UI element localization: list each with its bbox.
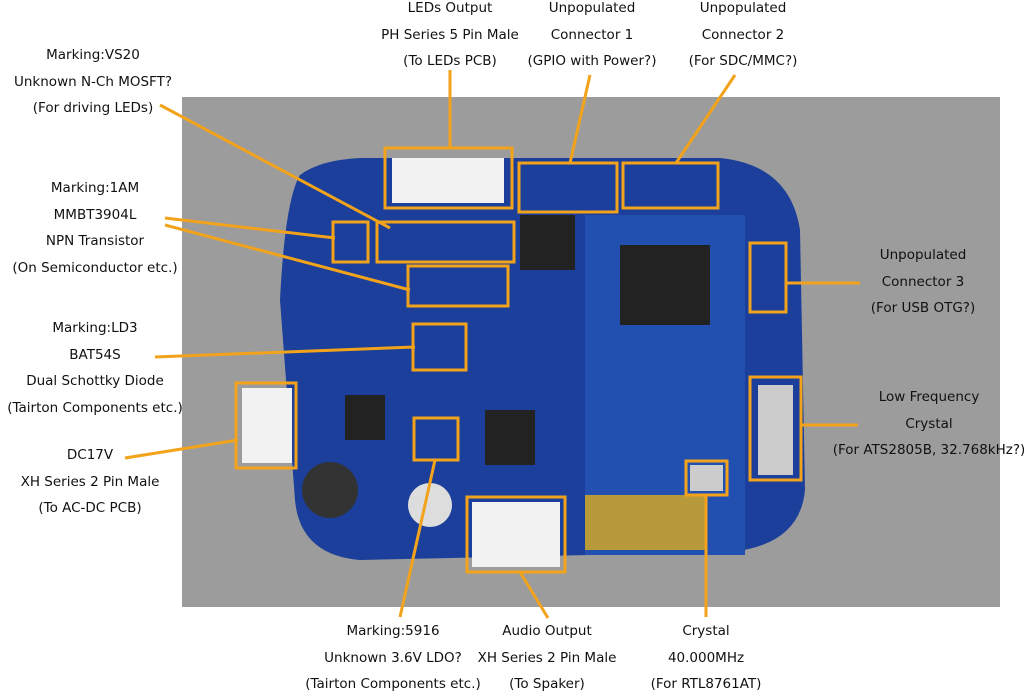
- lf-crystal: [758, 385, 793, 475]
- label-line: LEDs Output: [407, 0, 493, 16]
- label-line: Unpopulated: [548, 0, 636, 16]
- label-line: Unpopulated: [699, 0, 787, 16]
- annotation-marks: [124, 70, 860, 619]
- label-line: (Tairton Components etc.): [7, 399, 183, 416]
- label-line: (To Spaker): [509, 676, 585, 692]
- label-crystal: Crystal 40.000MHz (For RTL8761AT): [651, 618, 762, 698]
- inductor: [302, 462, 358, 518]
- label-audio: Audio Output XH Series 2 Pin Male (To Spak…: [478, 618, 617, 698]
- label-line: Marking:5916: [346, 623, 440, 639]
- label-line: XH Series 2 Pin Male: [477, 649, 617, 666]
- ic-chip: [485, 410, 535, 465]
- label-line: Marking:1AM: [50, 180, 140, 196]
- xh-connector-audio: [472, 502, 560, 567]
- label-line: (For SDC/MMC?): [688, 53, 798, 69]
- label-line: (To AC-DC PCB): [38, 500, 142, 516]
- label-line: (For RTL8761AT): [650, 676, 762, 692]
- label-line: XH Series 2 Pin Male: [20, 473, 160, 490]
- label-line: Audio Output: [502, 623, 592, 639]
- label-line: Unknown N-Ch MOSFT?: [14, 73, 172, 90]
- label-line: MMBT3904L: [53, 206, 137, 223]
- label-line: Connector 2: [701, 26, 785, 43]
- label-line: Marking:LD3: [52, 320, 138, 336]
- ph-connector: [392, 158, 504, 203]
- label-line: PH Series 5 Pin Male: [381, 26, 519, 43]
- hf-crystal: [690, 465, 723, 491]
- label-line: Connector 3: [881, 273, 965, 290]
- label-line: DC17V: [66, 447, 114, 463]
- label-line: Marking:VS20: [46, 47, 140, 63]
- label-line: Connector 1: [550, 26, 634, 43]
- label-transistor: Marking:1AM MMBT3904L NPN Transistor (On Se…: [12, 175, 177, 281]
- label-line: 40.000MHz: [667, 649, 745, 666]
- label-line: Unpopulated: [879, 247, 967, 263]
- label-line: (To LEDs PCB): [403, 53, 497, 69]
- label-line: Low Frequency: [878, 389, 980, 405]
- label-line: Crystal: [682, 623, 730, 639]
- label-line: (For ATS2805B, 32.768kHz?): [832, 442, 1024, 458]
- label-line: NPN Transistor: [45, 233, 145, 249]
- ic-chip: [345, 395, 385, 440]
- antenna: [585, 495, 705, 550]
- label-line: Dual Schottky Diode: [26, 373, 164, 389]
- label-line: (For USB OTG?): [870, 300, 976, 316]
- label-line: Unknown 3.6V LDO?: [324, 649, 462, 666]
- label-line: (Tairton Components etc.): [305, 676, 481, 692]
- label-line: Crystal: [905, 415, 953, 432]
- xh-connector-dc: [242, 388, 292, 463]
- label-line: (For driving LEDs): [32, 100, 154, 116]
- label-leds-output: LEDs Output PH Series 5 Pin Male (To LEDs …: [381, 0, 519, 75]
- label-line: BAT54S: [69, 346, 121, 363]
- ic-chip: [520, 215, 575, 270]
- main-ic: [620, 245, 710, 325]
- capacitor: [408, 483, 452, 527]
- label-line: (GPIO with Power?): [527, 53, 657, 69]
- label-line: (On Semiconductor etc.): [12, 259, 178, 276]
- label-dc-in: DC17V XH Series 2 Pin Male (To AC-DC PCB): [21, 442, 160, 522]
